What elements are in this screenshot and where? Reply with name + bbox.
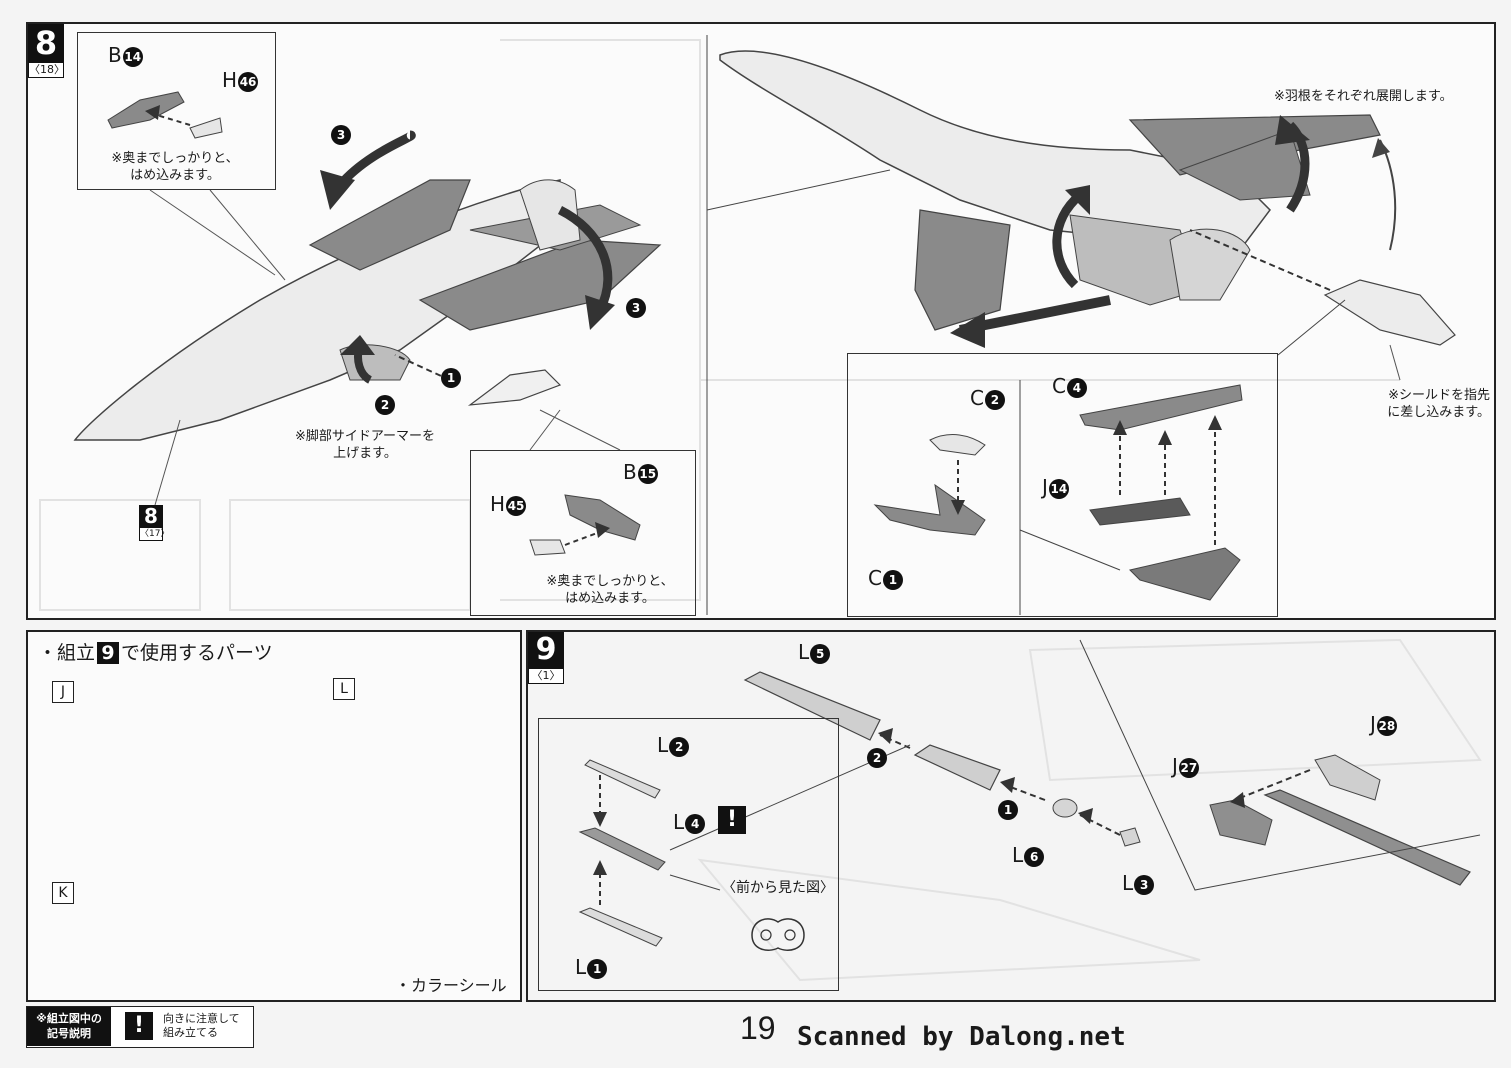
note-leg-armor: ※脚部サイドアーマーを 上げます。 [294,429,436,461]
part-letter: H [222,68,238,92]
part-number-badge: 2 [669,736,690,757]
step9-inset [538,718,839,991]
step8-inset-bottom [470,450,696,616]
part-letter: J [1370,712,1376,736]
part-letter: L [673,810,685,834]
part-letter: L [575,955,587,979]
callout-2-step9: 2 [867,748,887,768]
part-number-badge: 3 [1134,874,1155,895]
callout-1: 1 [441,368,461,388]
part-number-badge: 5 [810,643,831,664]
scan-credit: Scanned by Dalong.net [797,1022,1126,1052]
step9-number: 9 [528,632,564,668]
runner-l-label: L [333,678,355,700]
note-shield: ※シールドを指先 に差し込みます。 [1387,388,1490,420]
part-number-badge: 1 [587,958,608,979]
step8-number: 8 [28,24,64,62]
symbol-legend: ※組立図中の 記号説明 ! 向きに注意して 組み立てる [26,1006,254,1048]
note-press-fit-bottom: ※奥までしっかりと、 はめ込みます。 [546,574,674,606]
front-view-label: 〈前から見た図〉 [722,880,834,896]
part-letter: C [868,566,882,590]
part-number-badge: 45 [506,495,527,516]
parts-used-title-suffix: で使用するパーツ [121,642,273,664]
parts-used-panel [26,630,522,1002]
step8-subref: 〈17〉 [139,527,170,541]
step8-ref: 〈18〉 [28,62,65,78]
part-letter: C [1052,374,1066,398]
part-number-badge: 2 [984,389,1005,410]
step8-inset-top [77,32,276,190]
page-number: 19 [740,1010,776,1046]
part-number-badge: 46 [238,71,259,92]
aircraft-left-drawing [73,179,662,441]
gun-barrel-drawing [743,671,1471,886]
step8-subref-number: 8 [139,505,163,527]
callout-2: 2 [375,395,395,415]
part-number-badge: 28 [1376,715,1397,736]
part-number-badge: 27 [1178,757,1199,778]
runner-k-label: K [52,882,74,904]
front-view-icon [751,918,805,951]
callout-1-step9: 1 [998,800,1018,820]
note-deploy-wings: ※羽根をそれぞれ展開します。 [1274,89,1453,104]
part-letter: B [108,43,122,67]
orientation-warning-icon: ! [718,806,746,834]
runner-j-label: J [52,681,74,703]
parts-used-step-badge: 9 [97,642,120,664]
note-press-fit-top: ※奥までしっかりと、 はめ込みます。 [111,151,239,183]
part-letter: H [490,492,506,516]
aircraft-right-drawing [719,50,1381,331]
part-letter: C [970,386,984,410]
part-number-badge: 4 [685,813,706,834]
part-number-badge: 14 [1048,478,1069,499]
legend-title: ※組立図中の 記号説明 [27,1007,111,1046]
part-number-badge: 4 [1066,377,1087,398]
step9-panel [526,630,1496,1002]
legend-text: 向きに注意して 組み立てる [163,1012,240,1039]
part-number-badge: 1 [882,569,903,590]
part-letter: J [1042,475,1048,499]
part-number-badge: 15 [637,463,658,484]
parts-used-title-prefix: ・組立 [38,642,96,664]
legend-warning-icon: ! [125,1012,153,1040]
shield-inset [847,353,1278,617]
part-letter: J [1172,754,1178,778]
part-letter: L [1012,843,1024,867]
part-letter: L [657,733,669,757]
part-number-badge: 6 [1024,846,1045,867]
inset-l-parts [578,759,666,947]
callout-3-right: 3 [626,298,646,318]
part-letter: B [623,460,637,484]
color-seal-label: ・カラーシール [395,976,507,995]
part-number-badge: 14 [122,46,143,67]
step9-ref: 〈1〉 [528,668,564,684]
callout-3-top: 3 [331,125,351,145]
part-letter: L [798,640,810,664]
part-letter: L [1122,871,1134,895]
